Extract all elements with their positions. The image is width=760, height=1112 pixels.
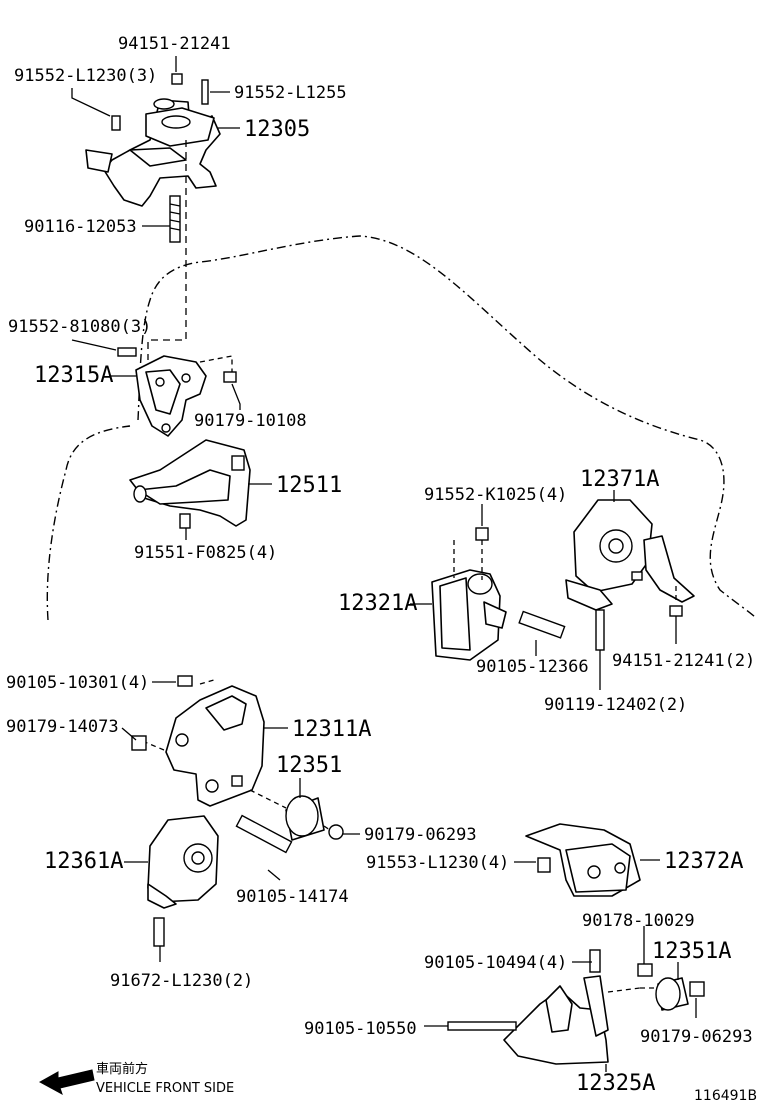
label-90179-14073: 90179-14073 <box>6 717 119 737</box>
callout-labels: 94151-21241 91552-L1230(3) 91552-L1255 1… <box>6 34 755 1096</box>
vehicle-front-indicator: 車両前方 VEHICLE FRONT SIDE <box>38 1061 234 1096</box>
label-12315a: 12315A <box>34 363 113 388</box>
dash-12305-down <box>147 140 187 360</box>
label-12321a: 12321A <box>338 591 417 616</box>
front-side-label-en: VEHICLE FRONT SIDE <box>96 1081 234 1096</box>
figure-code: 116491B <box>694 1088 757 1104</box>
label-90105-10301-4: 90105-10301(4) <box>6 673 149 693</box>
label-12311a: 12311A <box>292 717 371 742</box>
label-90105-10550: 90105-10550 <box>304 1019 417 1039</box>
label-91552-l1255: 91552-L1255 <box>234 83 347 103</box>
part-12321a <box>431 527 566 661</box>
label-12351a: 12351A <box>652 939 731 964</box>
front-arrow-icon <box>38 1069 95 1096</box>
label-91552-l1230-3: 91552-L1230(3) <box>14 66 157 86</box>
engine-outline <box>46 235 757 621</box>
label-12361a: 12361A <box>44 849 123 874</box>
label-91672-l1230-2: 91672-L1230(2) <box>110 971 253 991</box>
leader-lines <box>71 56 697 1072</box>
label-12351: 12351 <box>276 753 342 778</box>
label-90178-10029: 90178-10029 <box>582 911 695 931</box>
front-side-label-ja: 車両前方 <box>96 1061 148 1077</box>
label-90116-12053: 90116-12053 <box>24 217 137 237</box>
label-12325a: 12325A <box>576 1071 655 1096</box>
label-91552-81080-3: 91552-81080(3) <box>8 317 151 337</box>
label-91552-k1025-4: 91552-K1025(4) <box>424 485 567 505</box>
label-12371a: 12371A <box>580 467 659 492</box>
label-94151-21241: 94151-21241 <box>118 34 231 54</box>
label-90119-12402-2: 90119-12402(2) <box>544 695 687 715</box>
label-90105-14174: 90105-14174 <box>236 887 349 907</box>
part-12305 <box>85 73 221 243</box>
part-12361a <box>147 814 293 947</box>
label-12372a: 12372A <box>664 849 743 874</box>
label-12511: 12511 <box>276 473 342 498</box>
label-91551-f0825-4: 91551-F0825(4) <box>134 543 277 563</box>
part-12372a <box>525 823 641 897</box>
part-12511 <box>129 439 251 529</box>
label-90105-10494-4: 90105-10494(4) <box>424 953 567 973</box>
part-12325a <box>447 949 656 1065</box>
label-90179-06293-top: 90179-06293 <box>364 825 477 845</box>
label-90179-06293-bottom: 90179-06293 <box>640 1027 753 1047</box>
part-12311a <box>131 675 265 807</box>
part-12351 <box>249 789 344 841</box>
part-12315a <box>117 347 237 437</box>
label-12305: 12305 <box>244 117 310 142</box>
label-90179-10108: 90179-10108 <box>194 411 307 431</box>
label-90105-12366: 90105-12366 <box>476 657 589 677</box>
label-91553-l1230-4: 91553-L1230(4) <box>366 853 509 873</box>
part-12371a <box>565 499 695 651</box>
part-12351a <box>637 963 705 1011</box>
label-94151-21241-2: 94151-21241(2) <box>612 651 755 671</box>
